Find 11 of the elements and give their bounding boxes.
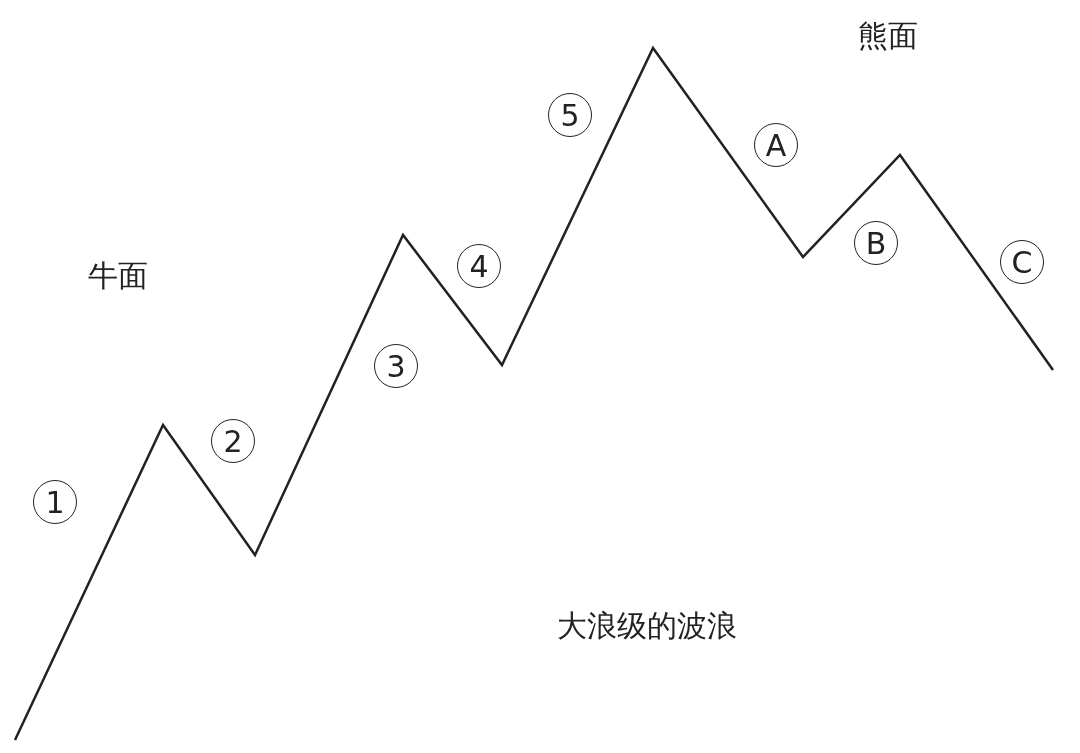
region-label: 熊面 [858,17,918,55]
circled-label: 4 [457,244,501,288]
caption-label: 大浪级的波浪 [557,607,737,645]
circled-label: 3 [374,344,418,388]
circled-label: 1 [33,480,77,524]
circled-label: 5 [548,93,592,137]
circled-label: C [1000,240,1044,284]
circled-label: 2 [211,419,255,463]
region-label: 牛面 [88,257,148,295]
circled-label: B [854,221,898,265]
circled-label: A [754,123,798,167]
